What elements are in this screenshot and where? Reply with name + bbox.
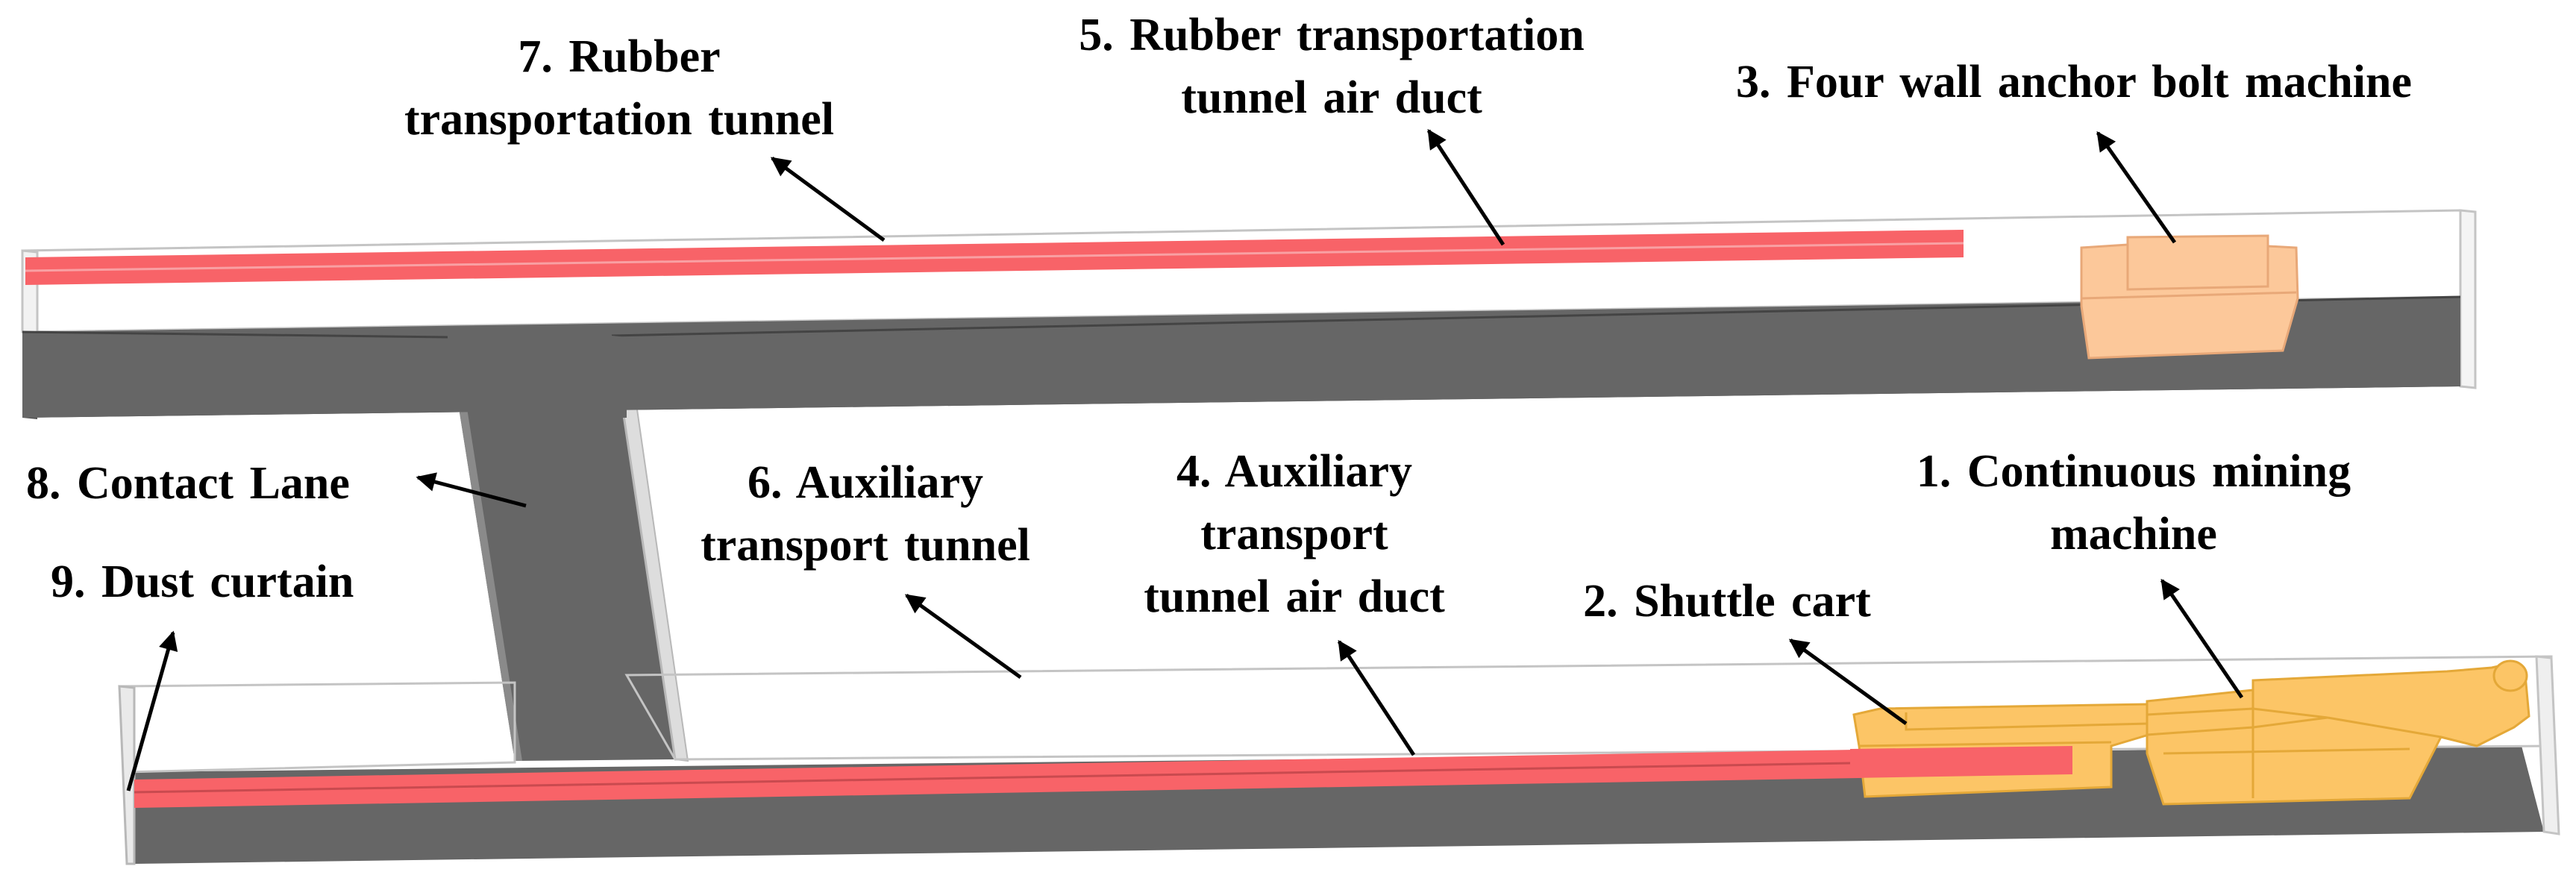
label-rubber-air-duct: 5. Rubber transportation tunnel air duct	[1041, 4, 1623, 129]
label-anchor-bolt-machine: 3. Four wall anchor bolt machine	[1682, 51, 2466, 113]
arrow-rubber-tunnel	[770, 156, 886, 242]
label-continuous-mining-machine: 1. Continuous mining machine	[1873, 440, 2395, 565]
label-line: 7. Rubber	[518, 31, 721, 82]
rubber-tunnel-end-cap	[2459, 209, 2477, 389]
label-auxiliary-tunnel: 6. Auxiliary transport tunnel	[656, 451, 1074, 577]
arrow-contact-lane	[416, 472, 527, 508]
label-line: 6. Auxiliary	[747, 457, 984, 508]
anchor-bolt-machine	[2080, 234, 2299, 360]
auxiliary-tunnel-left-box	[118, 681, 516, 774]
label-line: 2. Shuttle cart	[1583, 576, 1871, 627]
label-line: 3. Four wall anchor bolt machine	[1735, 57, 2413, 107]
label-line: transport	[1200, 509, 1388, 559]
auxiliary-transport-air-duct	[134, 746, 2073, 808]
callout-arrows	[126, 128, 2244, 791]
label-line: 4. Auxiliary	[1176, 446, 1413, 497]
rubber-tunnel-floor-overlay	[22, 297, 2460, 418]
label-dust-curtain: 9. Dust curtain	[51, 551, 354, 613]
arrow-shuttle-cart	[1788, 638, 1908, 726]
arrow-continuous-mining-machine	[2160, 578, 2244, 699]
label-contact-lane: 8. Contact Lane	[26, 452, 350, 515]
label-line: transport tunnel	[701, 520, 1030, 571]
auxiliary-tunnel-end-cap	[2535, 655, 2560, 835]
label-line: tunnel air duct	[1144, 571, 1445, 622]
label-line: 1. Continuous mining	[1916, 446, 2351, 497]
label-line: tunnel air duct	[1181, 72, 1482, 123]
label-line: machine	[2050, 509, 2217, 559]
rubber-transportation-air-duct	[25, 230, 1964, 285]
label-auxiliary-air-duct: 4. Auxiliary transport tunnel air duct	[1100, 440, 1488, 628]
arrow-rubber-air-duct	[1426, 128, 1505, 246]
label-line: transportation tunnel	[404, 94, 835, 145]
label-line: 8. Contact Lane	[26, 458, 350, 509]
dust-curtain-panel	[118, 685, 136, 865]
label-rubber-tunnel: 7. Rubber transportation tunnel	[366, 25, 873, 151]
arrow-auxiliary-tunnel	[904, 593, 1022, 680]
contact-lane-left-shadow	[448, 337, 522, 761]
arrow-dust-curtain	[126, 630, 178, 791]
label-line: 9. Dust curtain	[51, 556, 354, 607]
label-line: 5. Rubber transportation	[1079, 10, 1585, 60]
continuous-mining-machine	[2146, 659, 2530, 806]
arrow-auxiliary-air-duct	[1337, 639, 1416, 756]
label-shuttle-cart: 2. Shuttle cart	[1555, 570, 1899, 633]
arrow-anchor-bolt-machine	[2096, 131, 2177, 244]
